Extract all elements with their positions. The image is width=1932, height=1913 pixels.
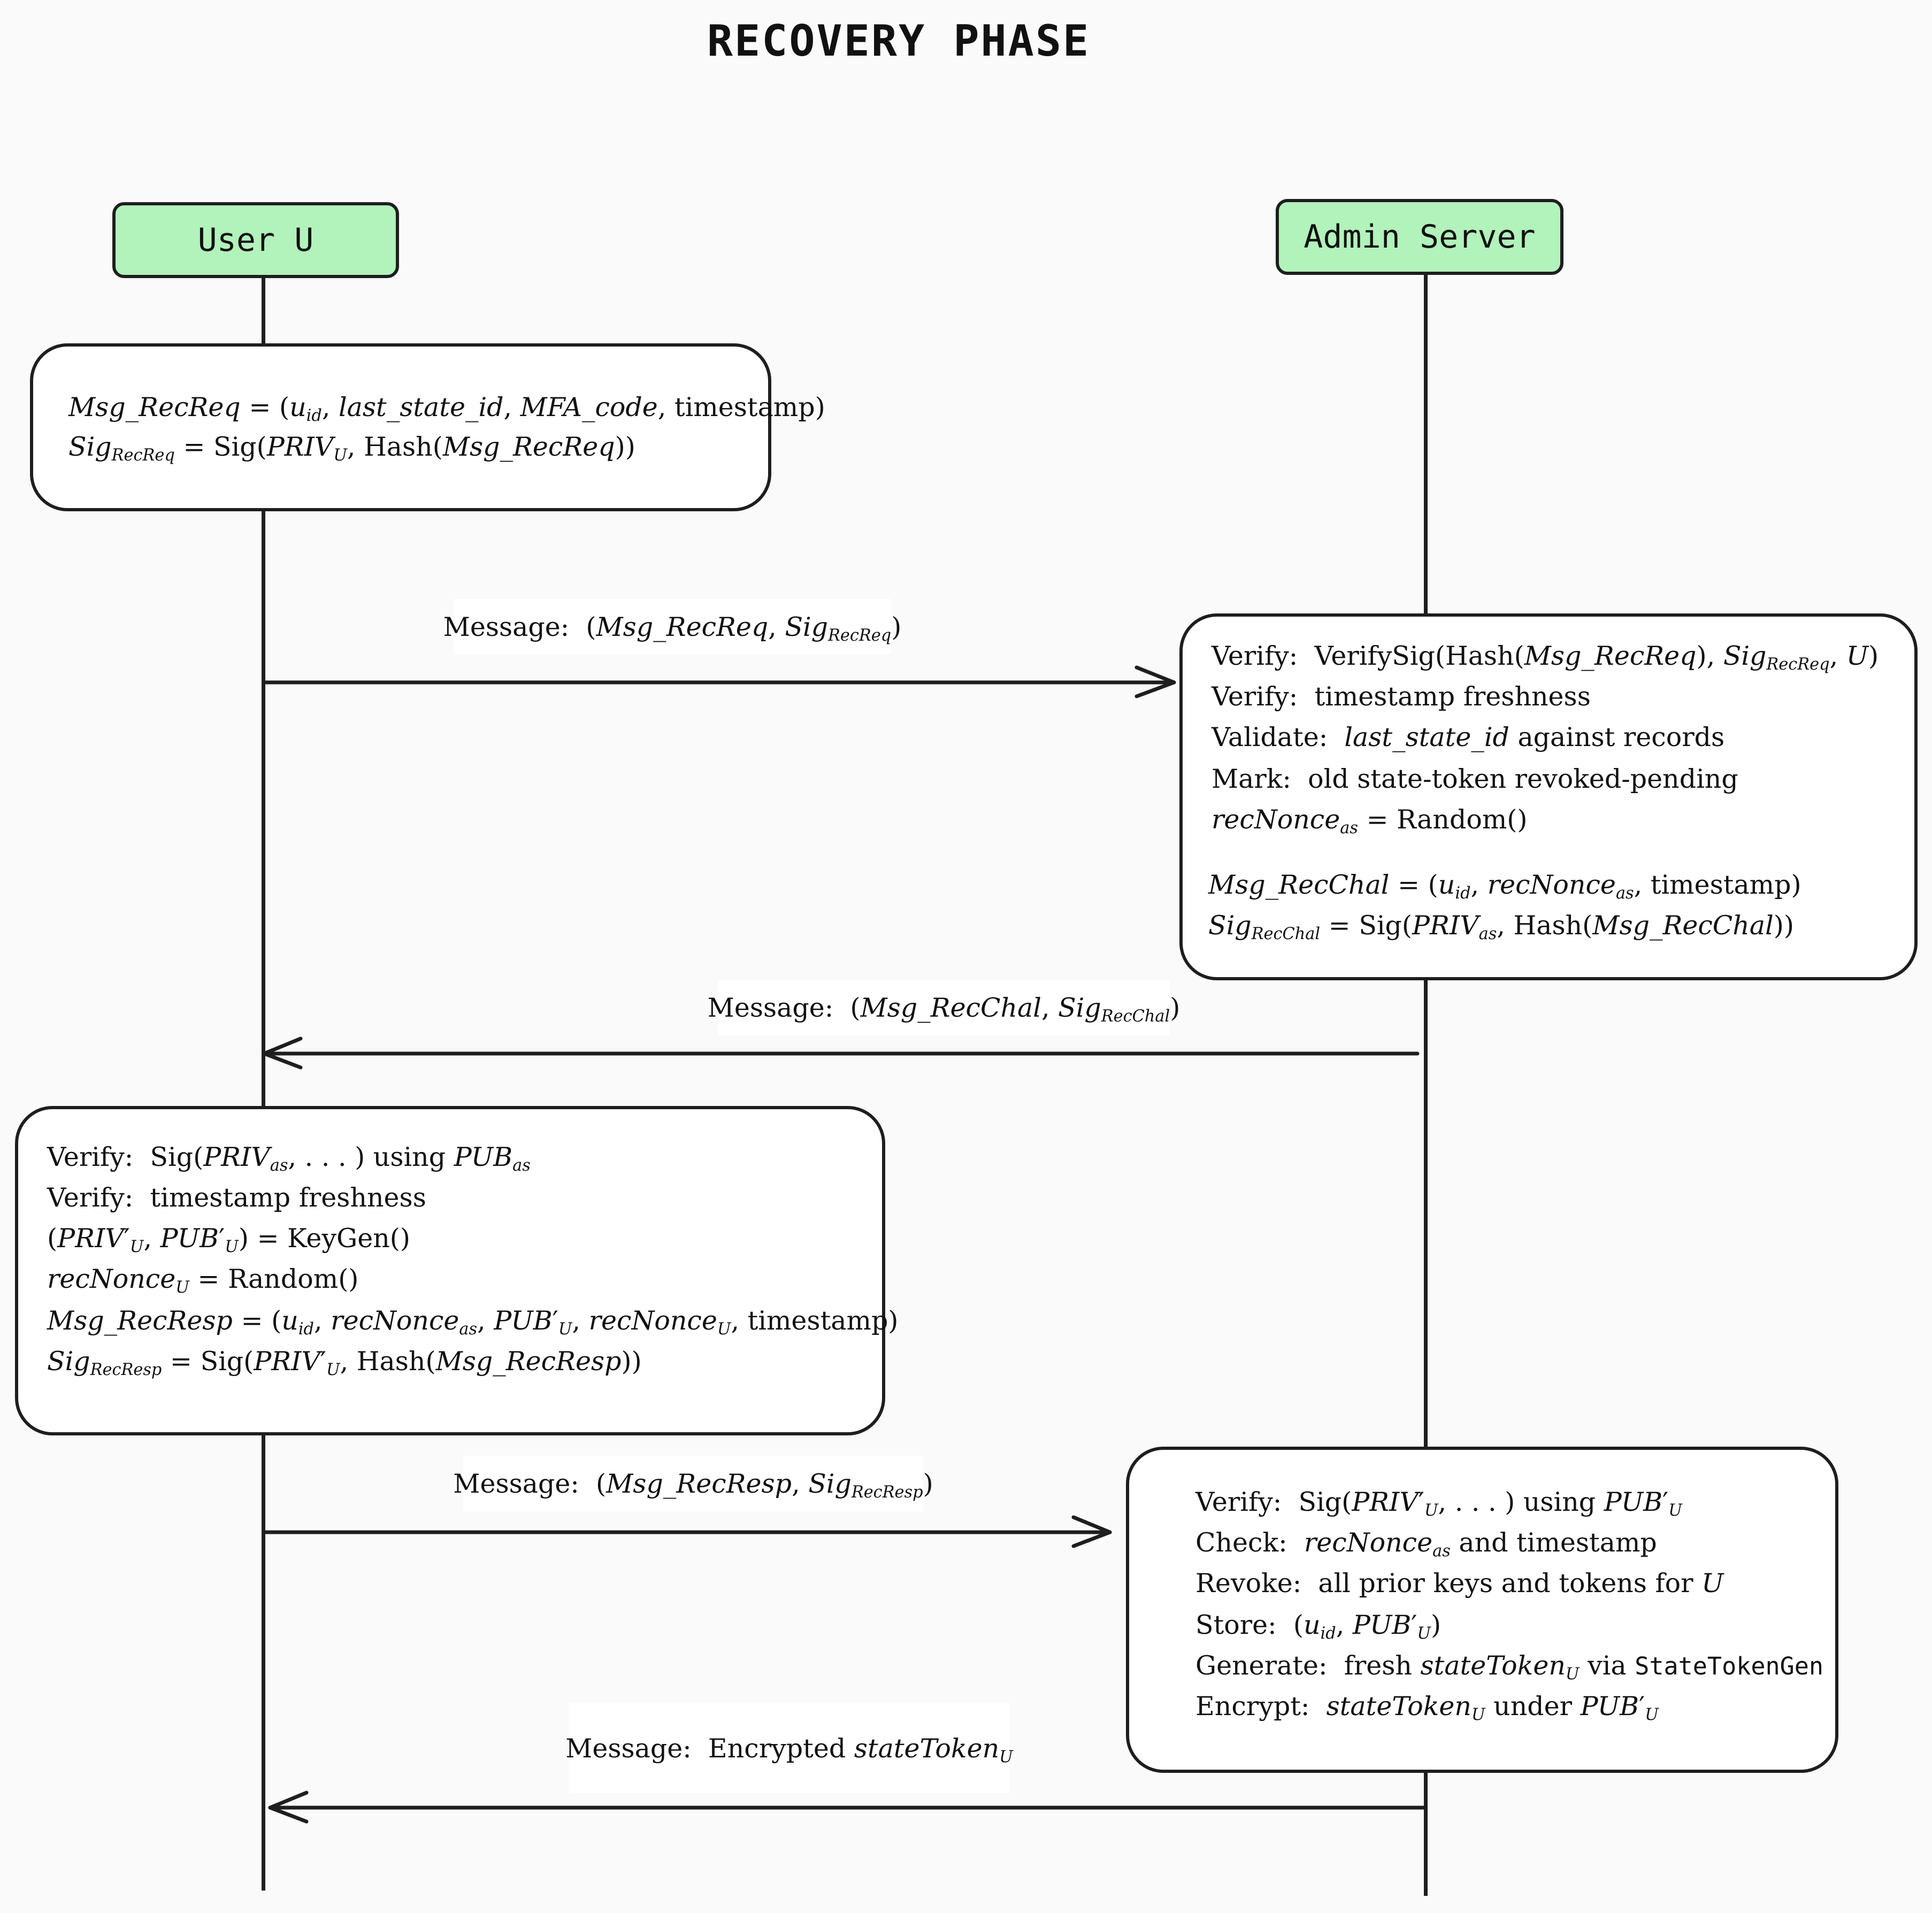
box2-line6: Msg_RecChal = (uid, recNonceas, timestam… (1208, 870, 1801, 903)
actor-user-label: User U (197, 221, 314, 259)
message-label-recchal: Message: (Msg_RecChal, SigRecChal) (708, 980, 1180, 1035)
box1-line2: SigRecReq = Sig(PRIVU, Hash(Msg_RecReq)) (68, 432, 635, 465)
box2-line5: recNonceas = Random() (1212, 804, 1528, 838)
message-label-recreq: Message: (Msg_RecReq, SigRecReq) (443, 599, 901, 655)
message-label-recresp: Message: (Msg_RecResp, SigRecResp) (453, 1456, 933, 1511)
arrow-server-to-user-2 (268, 1791, 1426, 1824)
box3-line6: SigRecResp = Sig(PRIV′U, Hash(Msg_RecRes… (47, 1346, 642, 1380)
server-challenge-box: Verify: VerifySig(Hash(Msg_RecReq), SigR… (1179, 613, 1918, 980)
box1-line1: Msg_RecReq = (uid, last_state_id, MFA_co… (68, 392, 825, 426)
box3-line5: Msg_RecResp = (uid, recNonceas, PUB′U, r… (47, 1305, 899, 1339)
box4-line3: Revoke: all prior keys and tokens for U (1195, 1568, 1724, 1599)
server-lifeline (1424, 270, 1428, 1896)
actor-admin-server: Admin Server (1276, 199, 1563, 275)
user-response-box: Verify: Sig(PRIVas, . . . ) using PUBas … (15, 1106, 898, 1435)
user-lifeline (262, 273, 265, 1891)
arrow-user-to-server-2 (262, 1515, 1112, 1548)
arrow-server-to-user-1 (262, 1036, 1420, 1070)
box2-line3: Validate: last_state_id against records (1212, 722, 1725, 752)
arrow-user-to-server-1 (262, 665, 1176, 698)
actor-server-label: Admin Server (1304, 218, 1536, 256)
box3-line4: recNonceU = Random() (47, 1264, 359, 1297)
box4-line4: Store: (uid, PUB′U) (1195, 1610, 1442, 1643)
box2-line1: Verify: VerifySig(Hash(Msg_RecReq), SigR… (1212, 641, 1879, 674)
box4-line1: Verify: Sig(PRIV′U, . . . ) using PUB′U (1195, 1487, 1682, 1520)
box3-line3: (PRIV′U, PUB′U) = KeyGen() (47, 1223, 411, 1257)
box2-line7: SigRecChal = Sig(PRIVas, Hash(Msg_RecCha… (1208, 910, 1794, 944)
box2-line4: Mark: old state-token revoked-pending (1212, 764, 1738, 794)
actor-user: User U (112, 202, 399, 278)
message-label-encrypted-token: Message: Encrypted stateTokenU (565, 1703, 1013, 1793)
box3-line2: Verify: timestamp freshness (47, 1182, 426, 1213)
box2-line2: Verify: timestamp freshness (1212, 681, 1591, 712)
box4-line6: Encrypt: stateTokenU under PUB′U (1195, 1691, 1659, 1725)
user-request-box: Msg_RecReq = (uid, last_state_id, MFA_co… (30, 343, 825, 511)
box4-line5: Generate: fresh stateTokenU via StateTok… (1195, 1650, 1824, 1684)
box3-line1: Verify: Sig(PRIVas, . . . ) using PUBas (47, 1142, 531, 1176)
diagram-title: RECOVERY PHASE (707, 16, 1091, 66)
box4-line2: Check: recNonceas and timestamp (1195, 1527, 1657, 1561)
server-finalize-box: Verify: Sig(PRIV′U, . . . ) using PUB′U … (1126, 1447, 1838, 1773)
